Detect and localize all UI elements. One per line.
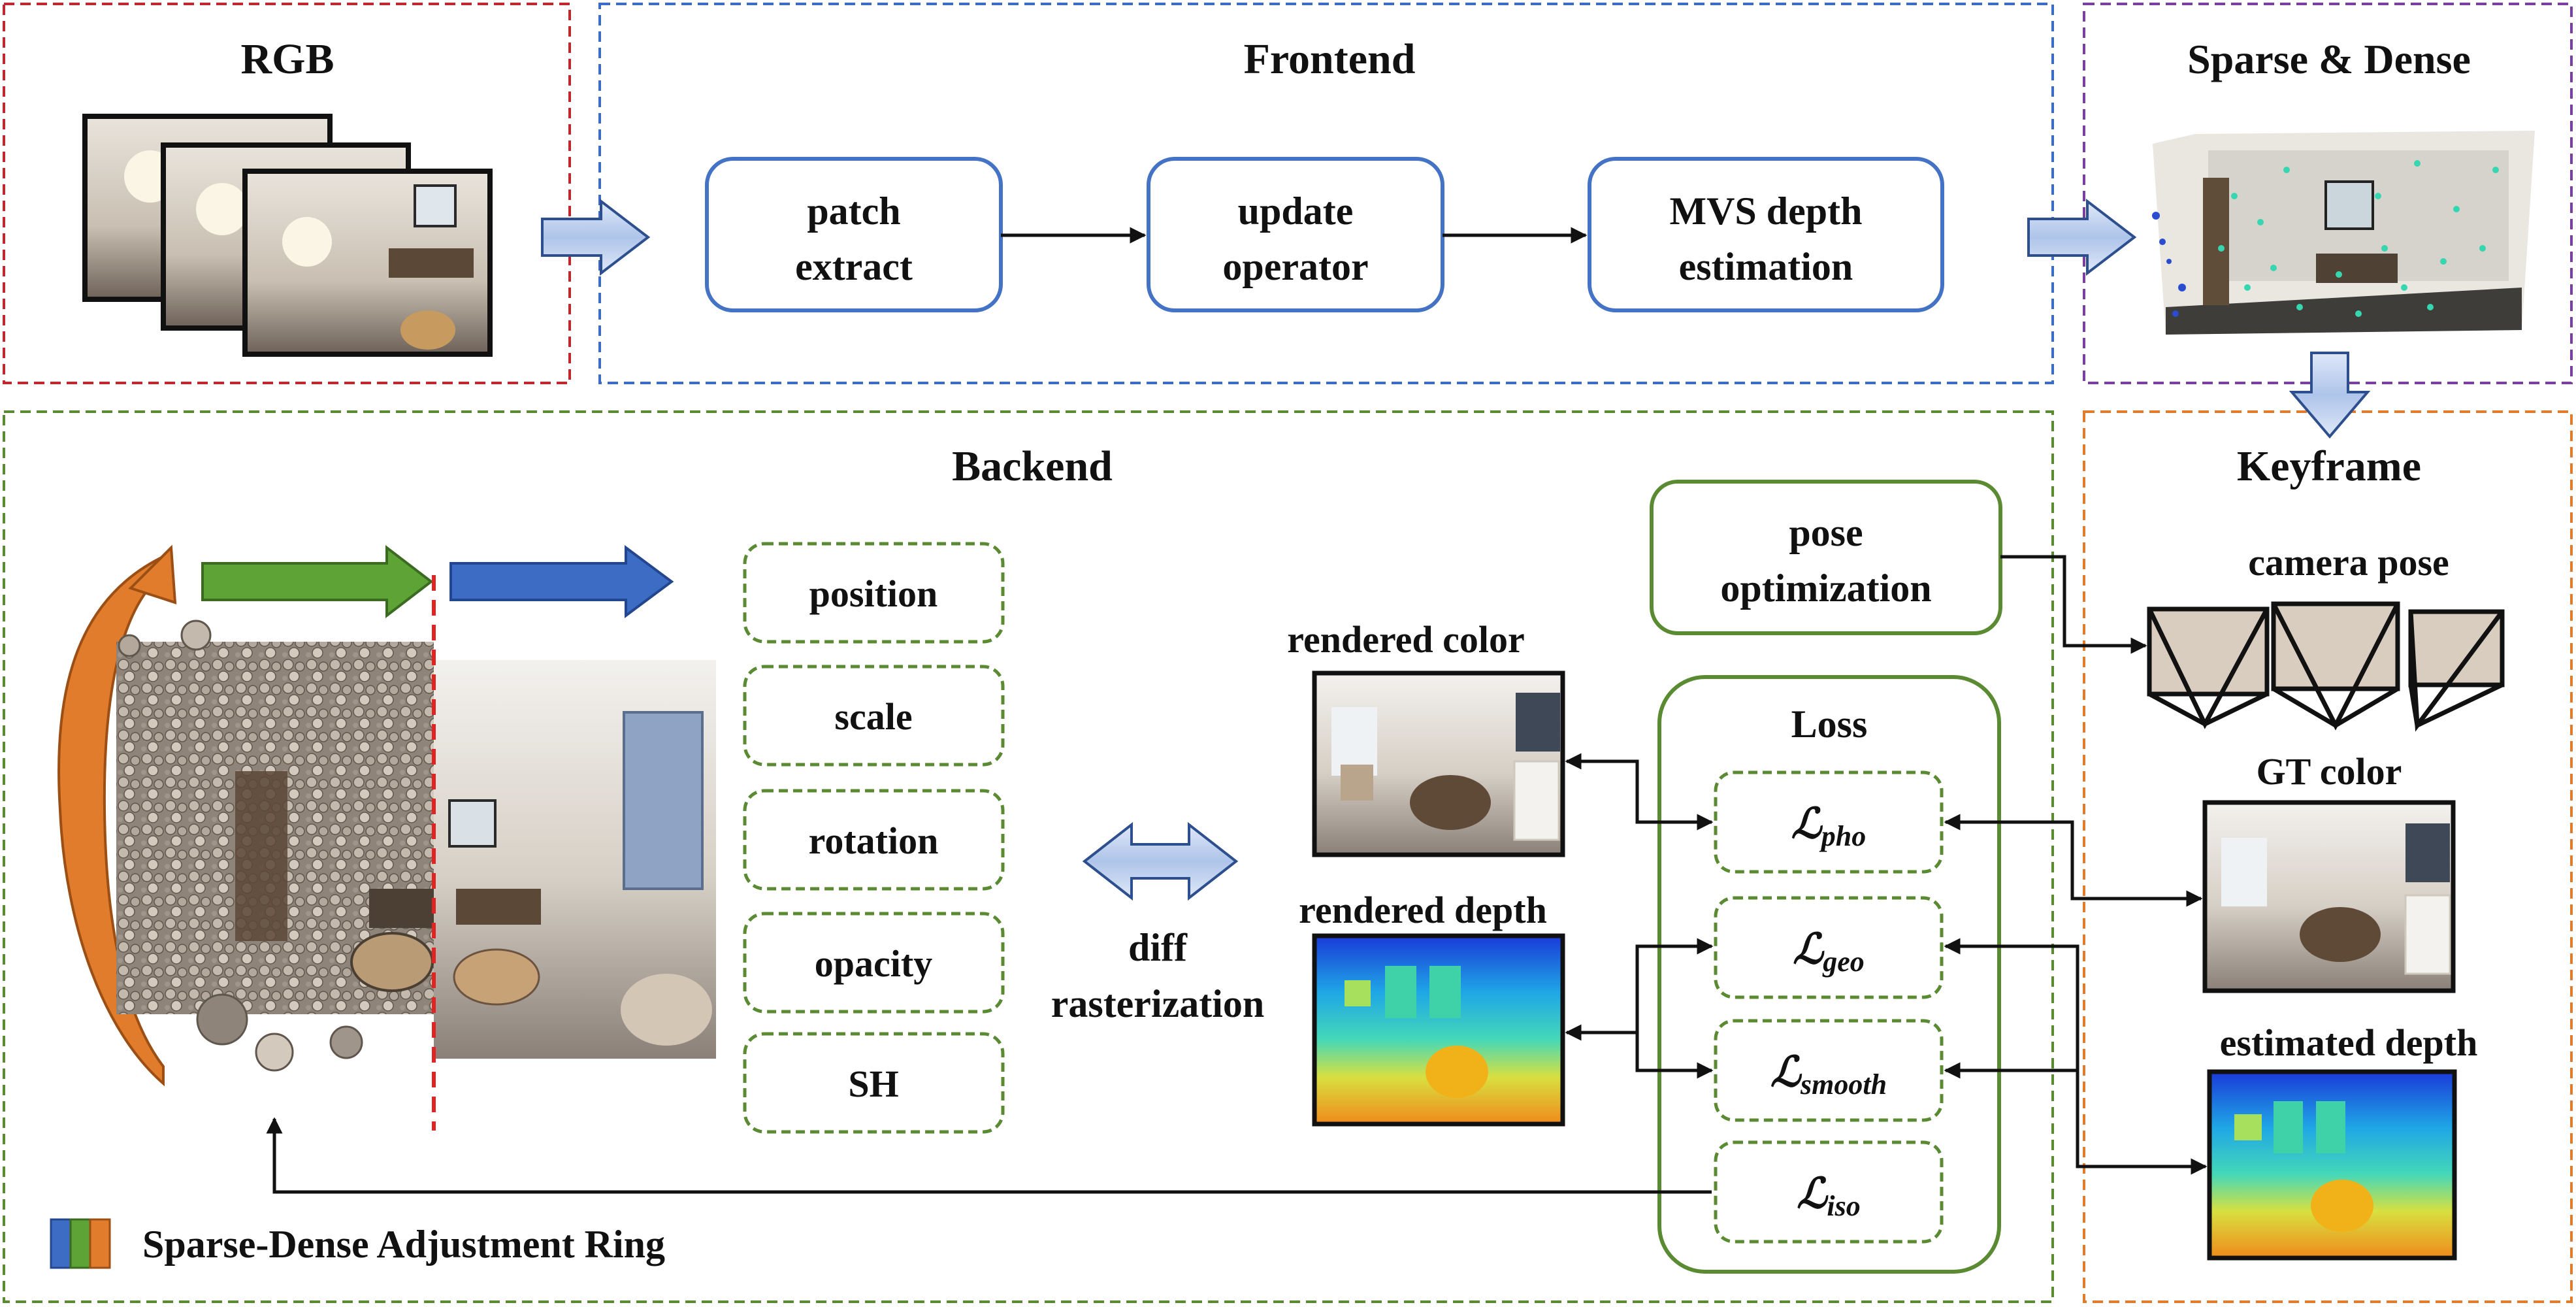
- rgb-to-frontend-arrow: [541, 198, 651, 276]
- depth-to-smooth-edge: [1635, 1033, 1714, 1079]
- orange-ring-arrow: [57, 544, 177, 1087]
- loss-geo-node: ℒgeo: [1714, 896, 1944, 999]
- attr-scale-node: scale: [743, 665, 1005, 767]
- iso-to-scene-edge: [266, 1117, 1712, 1194]
- diff-label: diff: [1128, 926, 1188, 969]
- keyframe-title: Keyframe: [2237, 442, 2421, 490]
- svg-text:optimization: optimization: [1720, 567, 1931, 610]
- svg-text:extract: extract: [795, 245, 913, 288]
- svg-text:opacity: opacity: [815, 942, 932, 985]
- loss-title: Loss: [1791, 703, 1868, 746]
- svg-text:scale: scale: [834, 695, 912, 738]
- rendered-color-image: [1312, 670, 1565, 857]
- svg-text:estimation: estimation: [1679, 245, 1853, 288]
- gaussian-splat-scene: [116, 575, 716, 1131]
- legend-swatch-orange: [89, 1218, 111, 1269]
- backend-section: [3, 410, 2054, 1303]
- attr-opacity-node: opacity: [743, 912, 1005, 1014]
- gt-color-label: GT color: [2257, 750, 2402, 793]
- pose-to-camera-edge: [2000, 555, 2147, 654]
- svg-text:ℒiso: ℒiso: [1797, 1170, 1860, 1222]
- svg-text:ℒsmooth: ℒsmooth: [1770, 1049, 1887, 1100]
- svg-text:update: update: [1238, 190, 1354, 233]
- rgb-frame-3: [242, 169, 493, 357]
- rgb-frames: [82, 114, 493, 357]
- diff-rasterization-arrow: [1082, 821, 1239, 901]
- svg-text:ℒpho: ℒpho: [1791, 801, 1867, 852]
- rendered-depth-image: [1312, 933, 1565, 1127]
- legend-swatch-blue: [50, 1218, 72, 1269]
- frontend-section: [598, 3, 2054, 384]
- svg-text:pose: pose: [1789, 511, 1863, 554]
- sparse-dense-reconstruction: [2152, 131, 2535, 335]
- svg-text:ℒgeo: ℒgeo: [1793, 926, 1865, 978]
- gt-to-pho-edge: [1944, 814, 2203, 907]
- frontend-title: Frontend: [1244, 35, 1416, 83]
- rgb-title: RGB: [240, 35, 334, 83]
- estimated-depth-label: estimated depth: [2220, 1021, 2478, 1064]
- estimated-depth-image: [2207, 1069, 2457, 1261]
- camera-pose-label: camera pose: [2248, 541, 2449, 584]
- svg-text:rotation: rotation: [809, 819, 939, 862]
- depth-to-geo-edge: [1565, 938, 1714, 1041]
- svg-text:position: position: [809, 572, 938, 615]
- edges: [266, 555, 2208, 1194]
- legend-label: Sparse-Dense Adjustment Ring: [142, 1223, 665, 1266]
- update-operator-node: update operator: [1147, 157, 1444, 312]
- patch-extract-node: patch extract: [705, 157, 1003, 312]
- attr-position-node: position: [743, 542, 1005, 644]
- rasterization-label: rasterization: [1051, 982, 1265, 1025]
- blue-ring-arrow: [449, 545, 674, 618]
- loss-smooth-node: ℒsmooth: [1714, 1019, 1944, 1122]
- svg-text:SH: SH: [848, 1063, 898, 1105]
- loss-iso-node: ℒiso: [1714, 1140, 1944, 1244]
- sparse-dense-title: Sparse & Dense: [2187, 36, 2471, 82]
- rgb-section: [3, 3, 571, 384]
- camera-frustums: [2147, 601, 2505, 732]
- mvs-depth-node: MVS depth estimation: [1588, 157, 1944, 312]
- green-ring-arrow: [201, 544, 434, 619]
- svg-text:operator: operator: [1222, 245, 1368, 288]
- gt-color-image: [2202, 800, 2456, 993]
- backend-title: Backend: [952, 442, 1113, 490]
- legend-swatch-green: [69, 1218, 91, 1269]
- rendered-depth-label: rendered depth: [1299, 889, 1547, 931]
- pose-optimization-node: pose optimization: [1650, 480, 2002, 635]
- svg-text:patch: patch: [807, 190, 900, 233]
- legend: Sparse-Dense Adjustment Ring: [50, 1218, 665, 1269]
- est-depth-to-geo-edge: [1944, 938, 2208, 1175]
- sparse-dense-section: [2083, 3, 2573, 384]
- loss-pho-node: ℒpho: [1714, 770, 1944, 874]
- svg-text:MVS depth: MVS depth: [1669, 190, 1862, 233]
- attr-rotation-node: rotation: [743, 789, 1005, 891]
- attr-sh-node: SH: [743, 1032, 1005, 1134]
- color-to-pho-edge: [1565, 753, 1714, 831]
- rendered-color-label: rendered color: [1287, 618, 1525, 661]
- frontend-to-sparse-arrow: [2027, 198, 2137, 276]
- sparse-to-keyframe-arrow: [2289, 352, 2371, 439]
